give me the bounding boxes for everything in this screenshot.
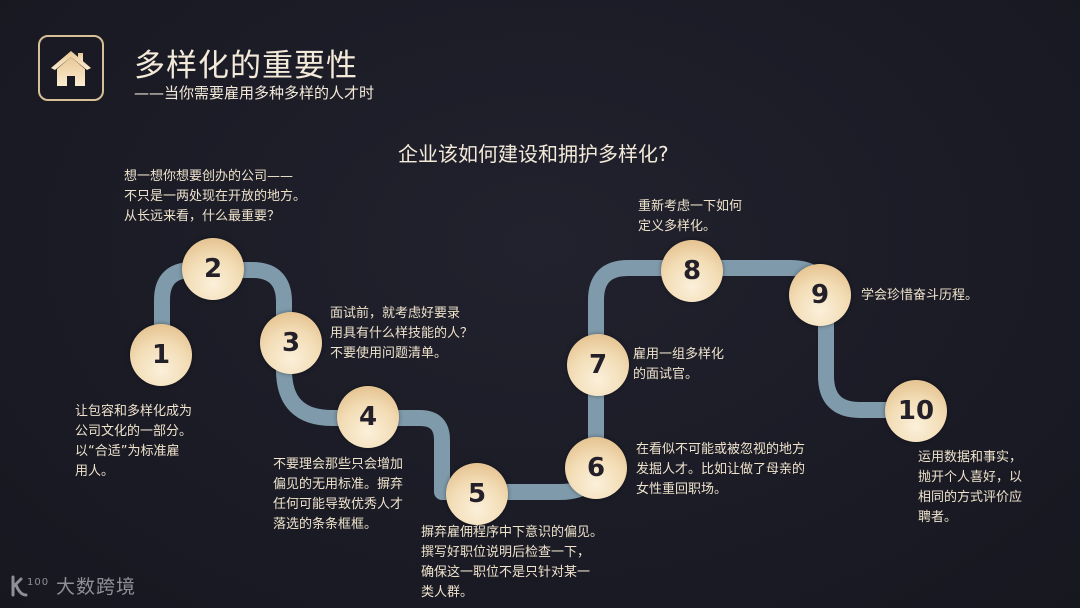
page-title: 多样化的重要性 [134,48,358,84]
home-icon [51,51,91,86]
step-text-2: 想一想你想要创办的公司—— 不只是一两处现在开放的地方。 从长远来看，什么最重要… [124,169,307,224]
step-text-10: 运用数据和事实， 抛开个人喜好，以 相同的方式评价应 聘者。 [918,450,1023,525]
step-number: 10 [897,396,935,426]
k100-logo-icon: 100 [11,575,49,596]
step-number: 4 [358,402,378,432]
step-number: 8 [682,256,702,286]
step-node-5: 5 [446,463,508,525]
step-number: 6 [586,453,606,483]
home-button[interactable] [38,35,104,101]
step-number: 2 [203,254,223,284]
section-question: 企业该如何建设和拥护多样化? [398,142,669,166]
step-node-7: 7 [567,334,629,396]
step-text-1: 让包容和多样化成为 公司文化的一部分。 以“合适”为标准雇 用人。 [75,404,193,479]
page-subtitle: ——当你需要雇用多种多样的人才时 [134,84,375,102]
step-node-6: 6 [565,437,627,499]
step-text-8: 重新考虑一下如何 定义多样化。 [638,199,743,234]
step-text-4: 不要理会那些只会增加 偏见的无用标准。摒弃 任何可能导致优秀人才 落选的条条框框… [273,457,404,532]
step-text-9: 学会珍惜奋斗历程。 [861,288,979,303]
step-node-2: 2 [182,238,244,300]
step-number: 5 [467,479,487,509]
brand-name: 大数跨境 [56,576,137,598]
brand-logo: 100 大数跨境 [10,572,136,599]
step-number: 7 [588,350,608,380]
step-node-8: 8 [661,240,723,302]
svg-text:100: 100 [27,577,49,588]
step-text-5: 摒弃雇佣程序中下意识的偏见。 撰写好职位说明后检查一下， 确保这一职位不是只针对… [421,525,604,600]
step-text-7: 雇用一组多样化 的面试官。 [633,347,725,382]
step-number: 9 [810,280,830,310]
step-node-1: 1 [130,324,192,386]
step-text-6: 在看似不可能或被忽视的地方 发掘人才。比如让做了母亲的 女性重回职场。 [636,442,806,497]
step-node-9: 9 [789,264,851,326]
step-node-3: 3 [260,312,322,374]
step-number: 3 [281,328,301,358]
step-number: 1 [151,340,171,370]
step-text-3: 面试前，就考虑好要录 用具有什么样技能的人？ 不要使用问题清单。 [330,306,474,361]
step-node-4: 4 [337,386,399,448]
step-node-10: 10 [885,380,947,442]
